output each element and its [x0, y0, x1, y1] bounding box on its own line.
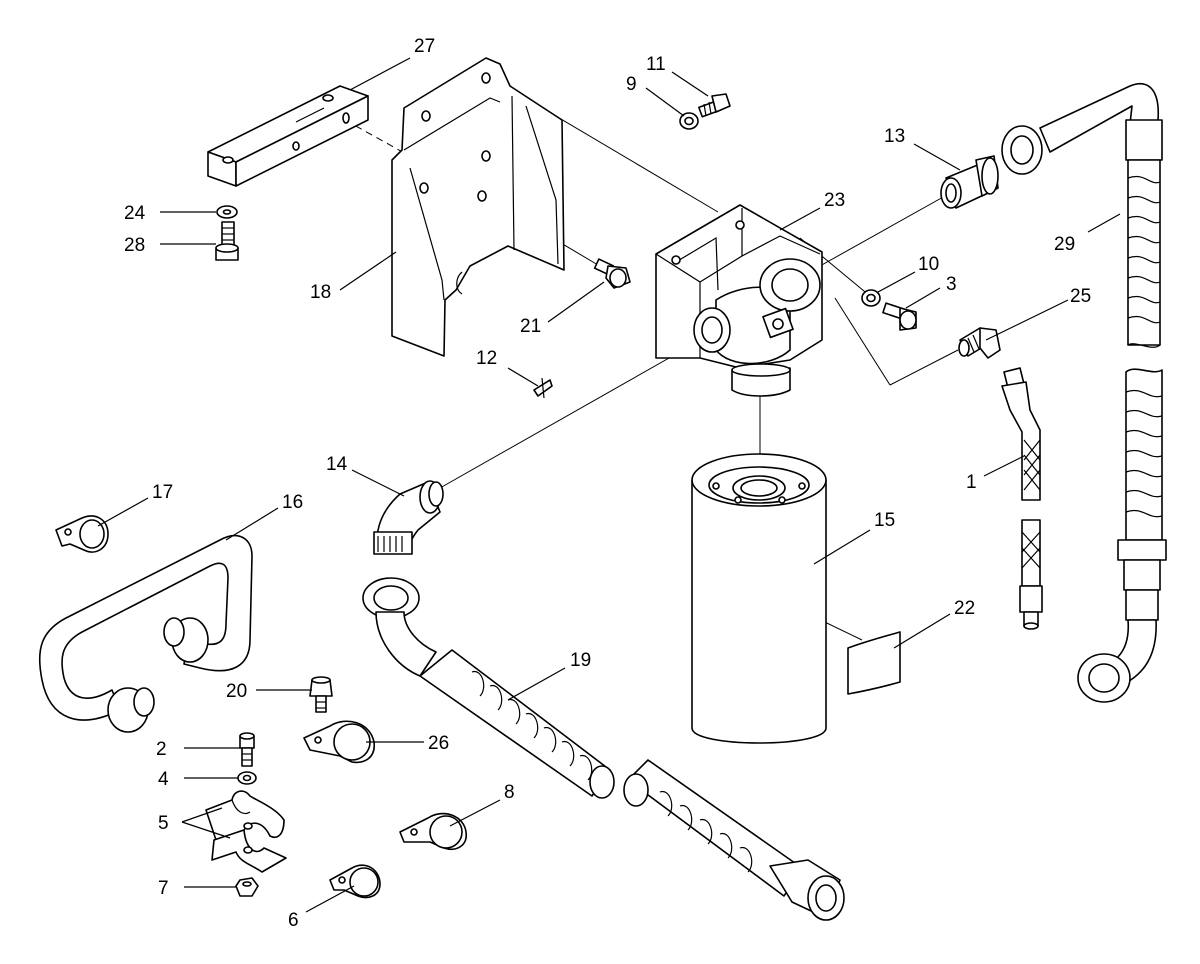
part-6-clip — [329, 864, 381, 899]
callout-1: 1 — [966, 472, 977, 493]
part-17-clip — [55, 515, 109, 553]
part-12-clip — [533, 377, 553, 399]
callout-27: 27 — [414, 36, 435, 57]
part-20-bolt — [309, 676, 333, 713]
part-10-washer — [861, 289, 881, 307]
part-13-fitting — [940, 155, 999, 209]
part-29-long-hose — [1001, 83, 1167, 703]
part-23-filter-head — [655, 204, 823, 397]
callout-9: 9 — [626, 74, 637, 95]
callout-4: 4 — [158, 769, 169, 790]
part-14-elbow — [373, 480, 444, 555]
callout-14: 14 — [326, 454, 348, 475]
part-7-nut — [235, 877, 259, 897]
part-11-bolt — [698, 93, 731, 118]
part-3-bolt — [882, 302, 917, 331]
callout-6: 6 — [288, 910, 299, 931]
part-24-washer — [216, 205, 238, 219]
callout-26: 26 — [428, 733, 449, 754]
callout-21: 21 — [520, 316, 541, 337]
callout-2: 2 — [156, 739, 167, 760]
callout-28: 28 — [124, 235, 145, 256]
part-16-bent-tube — [38, 534, 253, 733]
part-15-filter — [691, 453, 827, 744]
callout-22: 22 — [954, 598, 975, 619]
callout-17: 17 — [152, 482, 173, 503]
callout-12: 12 — [476, 348, 497, 369]
part-18-bracket — [391, 57, 565, 357]
part-21-bolt — [593, 258, 631, 289]
leader-lines — [97, 57, 1121, 913]
part-28-bolt — [215, 221, 239, 261]
callout-7: 7 — [158, 878, 169, 899]
callout-8: 8 — [504, 782, 515, 803]
callout-labels: 27 24 28 18 21 12 9 11 13 23 10 3 25 29 … — [124, 36, 1091, 931]
callout-11: 11 — [646, 54, 666, 75]
callout-15: 15 — [874, 510, 895, 531]
callout-19: 19 — [570, 650, 591, 671]
callout-5: 5 — [158, 813, 169, 834]
part-2-bolt — [239, 732, 255, 767]
callout-23: 23 — [824, 190, 845, 211]
callout-25: 25 — [1070, 286, 1091, 307]
callout-16: 16 — [282, 492, 303, 513]
part-1-small-hose — [1001, 367, 1043, 630]
callout-20: 20 — [226, 681, 247, 702]
part-19-hose — [362, 577, 845, 921]
callout-24: 24 — [124, 203, 146, 224]
callout-10: 10 — [918, 254, 939, 275]
part-22-decal — [847, 631, 901, 695]
part-26-clip — [303, 720, 375, 764]
callout-13: 13 — [884, 126, 905, 147]
callout-18: 18 — [310, 282, 331, 303]
part-8-clip — [399, 812, 467, 850]
part-9-washer — [679, 112, 699, 130]
part-5-clamp — [205, 790, 287, 873]
part-25-elbow-fitting — [958, 327, 1001, 359]
callout-29: 29 — [1054, 234, 1075, 255]
part-27-mounting-rail — [207, 85, 369, 187]
part-4-washer — [237, 771, 257, 785]
callout-3: 3 — [946, 274, 957, 295]
